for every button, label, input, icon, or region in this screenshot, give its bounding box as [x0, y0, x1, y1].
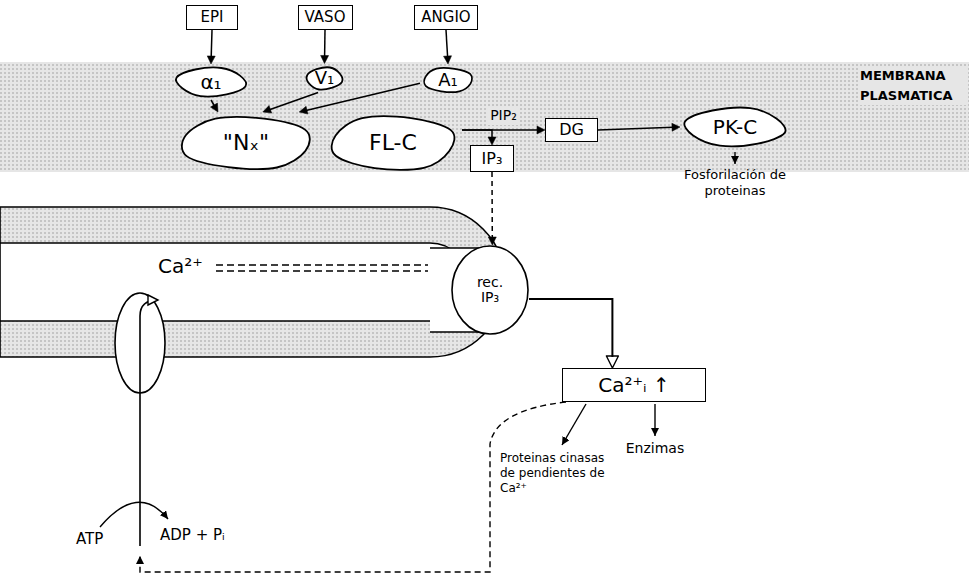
reticulum-lumen: [0, 243, 469, 321]
node-text: V₁: [315, 68, 335, 88]
node-text: α₁: [200, 71, 221, 93]
arrow-head: [537, 126, 545, 134]
pointer-arrow: [562, 404, 586, 445]
pointer-arrow: [734, 152, 735, 164]
blob-shape: [424, 68, 472, 92]
reticulum-membrane: [0, 207, 505, 357]
protein-blob: "Nₓ": [176, 112, 316, 174]
blob-shape: [176, 68, 246, 97]
atp-arrow: [100, 502, 168, 527]
connector-line: [324, 30, 326, 57]
messenger-box: IP₃: [470, 145, 514, 172]
pump-arrow: [140, 300, 158, 546]
node-text: VASO: [305, 9, 346, 26]
connector-line: [491, 172, 493, 238]
molecule-label: ADP + Pᵢ: [160, 526, 250, 545]
node-text: "Nₓ": [223, 131, 269, 155]
effect-label: Enzimas: [615, 440, 695, 458]
hormone-box: EPI: [186, 5, 238, 30]
node-text: IP₃: [482, 150, 503, 168]
pointer-arrow: [654, 404, 655, 436]
connector-line: [210, 30, 212, 57]
arrow-head: [488, 137, 496, 145]
blob-shape: [332, 116, 455, 169]
receptor-channel: rec. IP₃: [451, 245, 529, 335]
ellipse-shape: [452, 246, 528, 334]
connector-line: [211, 100, 215, 106]
arrow-connector: [444, 30, 452, 64]
receptor-blob: V₁: [303, 64, 346, 93]
arrow-connector: [211, 100, 218, 112]
hormone-box: VASO: [298, 5, 353, 30]
kinase-blob: PK-C: [680, 104, 790, 150]
blob-shape: [307, 67, 343, 89]
node-text: Ca²⁺ᵢ ↑: [598, 374, 669, 396]
molecule-label: ATP: [76, 530, 120, 549]
enzyme-blob: FL-C: [324, 112, 462, 174]
hormone-box: ANGIO: [414, 5, 478, 30]
connector-line: [598, 127, 673, 130]
node-text: EPI: [201, 9, 224, 26]
node-text: FL-C: [369, 131, 417, 155]
arrow-connector: [207, 30, 215, 64]
arrow-head: [321, 55, 329, 63]
region-label: MEMBRANA PLASMATICA: [858, 66, 968, 105]
node-text: DG: [559, 121, 584, 139]
edge-label: PIP₂: [488, 107, 519, 125]
receptor-blob: α₁: [172, 64, 250, 100]
arrow-head: [488, 237, 496, 245]
arrow-connector: [462, 130, 496, 145]
receptor-blob: A₁: [420, 64, 476, 96]
connector-line: [446, 30, 448, 57]
messenger-box: DG: [545, 118, 598, 142]
plasma-membrane: [0, 62, 969, 172]
arrow-connector: [321, 30, 329, 64]
blob-shape: [684, 108, 785, 147]
arrow-connector: [529, 299, 618, 368]
ion-label: Ca²⁺: [158, 254, 214, 279]
calcium-flow-line: [216, 265, 428, 271]
arrow-head: [672, 123, 680, 131]
arrow-head: [207, 56, 215, 64]
connector-line: [529, 299, 612, 357]
node-text: A₁: [438, 70, 458, 90]
arrow-head: [444, 56, 452, 64]
node-text: PK-C: [713, 116, 757, 138]
connector-line: [269, 93, 318, 110]
connector-line: [462, 130, 492, 138]
arrow-head: [606, 356, 618, 368]
effect-label: Fosforilación de proteinas: [665, 167, 805, 200]
arrow-connector: [488, 172, 496, 245]
node-text: rec. IP₃: [467, 275, 513, 306]
arrow-connector: [598, 123, 680, 131]
calcium-box: Ca²⁺ᵢ ↑: [562, 368, 706, 402]
effect-label: Proteinas cinasas de pendientes de Ca²⁺: [500, 451, 618, 496]
node-text: ANGIO: [421, 9, 470, 26]
blob-shape: [182, 117, 310, 169]
